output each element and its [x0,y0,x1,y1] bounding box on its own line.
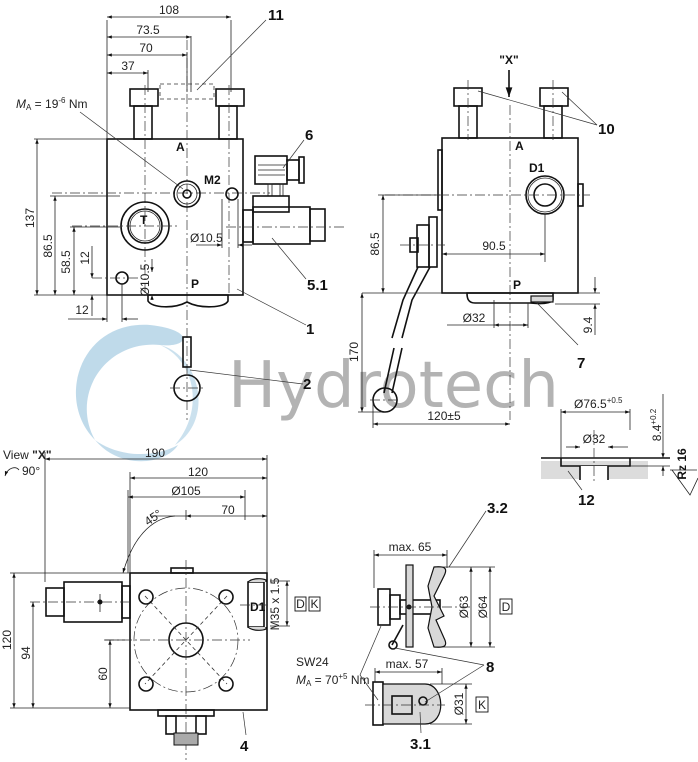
dim-190: 190 [145,446,165,460]
dim-dia-32-side: Ø32 [463,311,486,325]
dim-90-5: 90.5 [482,239,506,253]
callout-12: 12 [578,492,595,509]
dim-60: 60 [96,667,110,681]
dim-37: 37 [121,59,135,73]
watermark-logo-icon [75,324,199,462]
dim-12-horizontal: 12 [75,303,89,317]
dim-dia-105: Ø105 [171,484,201,498]
torque-label-m2: MA = 19-6 Nm [16,96,88,112]
caps-detail: max. 65 Ø63 Ø64 D max. 57 Ø31 K SW24 MA … [296,500,513,753]
dim-dia-64: Ø64 [476,595,490,618]
callout-10: 10 [598,121,615,138]
port-label-a-side: A [515,139,524,153]
wrench-size-sw24: SW24 [296,655,329,669]
dim-108: 108 [159,3,179,17]
dim-86-5: 86.5 [41,234,55,258]
dim-120-vertical: 120 [0,630,14,650]
view-x: View "X" 90° D1 M35 x 1.5 D [0,446,321,760]
dim-120-5: 120±5 [427,409,461,423]
dim-dia-76-5: Ø76.5+0.5 [574,396,623,411]
dim-dia-10-5-right: Ø10.5 [190,231,223,245]
dim-8-4: 8.4+0.2 [649,408,664,441]
side-view: "X" A D1 P 86.5 90.5 Ø32 9.4 170 1 [347,53,615,428]
angle-45: 45° [142,506,165,528]
dim-dia-32-detail: Ø32 [583,432,606,446]
box-d-caps: D [502,600,511,614]
callout-7: 7 [577,355,585,372]
port-label-a: A [176,140,185,154]
dim-dia-10-5-left: Ø10.5 [138,263,152,296]
callout-6: 6 [305,127,313,144]
dim-dia-31: Ø31 [452,692,466,715]
thread-m35: M35 x 1.5 [268,577,282,630]
callout-2: 2 [303,376,311,393]
detail-12-section: Ø76.5+0.5 Ø32 8.4+0.2 Rz 16 12 [541,394,698,509]
valve-block-body [106,138,244,296]
rotation-label: 90° [22,464,40,478]
port-label-d1-side: D1 [529,161,545,175]
callout-1: 1 [306,321,314,338]
dim-94: 94 [19,646,33,660]
dim-58-5: 58.5 [59,250,73,274]
box-k-caps: K [478,698,486,712]
front-view: 108 73.5 70 37 MA = 19-6 Nm 137 86.5 58.… [16,3,345,420]
callout-8: 8 [486,659,494,676]
dim-170: 170 [347,342,361,362]
torque-label-caps: MA = 70+5 Nm [296,672,370,688]
callout-3-2: 3.2 [487,500,508,517]
item-11-hidden-part [159,83,215,100]
dim-120-horizontal: 120 [188,465,208,479]
dim-137: 137 [23,208,37,228]
dim-73-5: 73.5 [136,23,160,37]
port-label-p: P [191,277,199,291]
callout-3-1: 3.1 [410,736,431,753]
roughness-rz16: Rz 16 [675,448,689,480]
port-label-t: T [140,213,148,227]
dim-9-4: 9.4 [581,316,595,333]
dim-70: 70 [139,41,153,55]
port-m2 [173,180,201,208]
callout-4: 4 [240,738,249,755]
dim-max-65: max. 65 [389,540,432,554]
dim-86-5-side: 86.5 [368,232,382,256]
box-k-view-x: K [310,597,318,611]
dim-dia-63: Ø63 [457,595,471,618]
rotation-arrow-icon [4,467,20,477]
view-x-title: View "X" [3,448,52,462]
box-d-view-x: D [296,597,305,611]
dim-12-vertical: 12 [78,251,92,265]
dim-max-57: max. 57 [386,657,429,671]
callout-5-1: 5.1 [307,277,328,294]
dim-70-view-x: 70 [221,503,235,517]
cap-3-1 [372,681,384,726]
callout-11: 11 [268,7,284,24]
port-label-p-side: P [513,278,521,292]
port-label-m2: M2 [204,173,221,187]
view-x-marker: "X" [499,53,518,67]
port-label-d1-view-x: D1 [250,600,266,614]
